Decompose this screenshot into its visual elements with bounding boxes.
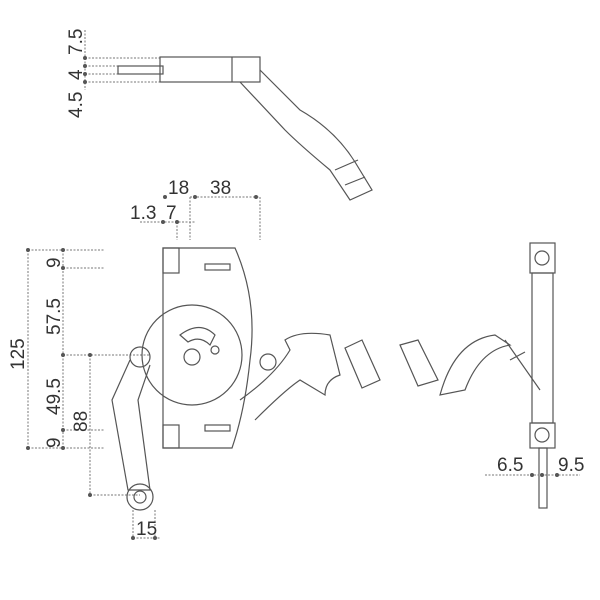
dim-18: 18 xyxy=(168,178,189,199)
dim-57.5: 57.5 xyxy=(44,298,65,335)
dim-49.5: 49.5 xyxy=(44,378,65,415)
dim-125: 125 xyxy=(8,338,29,370)
side-view: 6.5 9.5 xyxy=(399,242,584,509)
top-view: 7.5 4 4.5 xyxy=(66,29,373,201)
dim-4: 4 xyxy=(66,69,87,80)
dim-7.5: 7.5 xyxy=(66,29,87,55)
dim-88: 88 xyxy=(71,411,92,432)
dim-6.5: 6.5 xyxy=(497,455,523,476)
dim-15: 15 xyxy=(136,519,157,540)
front-view: 18 38 1.3 7 125 9 57.5 49.5 9 88 15 xyxy=(8,178,381,540)
dim-9-bottom: 9 xyxy=(44,437,65,448)
dim-1.3: 1.3 xyxy=(130,203,156,224)
dim-9-top: 9 xyxy=(44,257,65,268)
dim-9.5: 9.5 xyxy=(558,455,584,476)
dim-7: 7 xyxy=(166,203,177,224)
dim-38: 38 xyxy=(210,178,231,199)
dim-4.5: 4.5 xyxy=(66,92,87,118)
